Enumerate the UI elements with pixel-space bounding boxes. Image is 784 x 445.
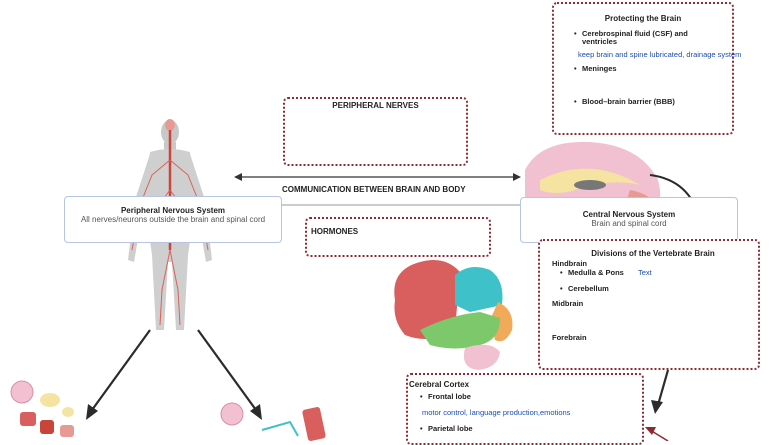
cerebral-cortex-title: Cerebral Cortex	[409, 380, 470, 389]
cerebellum-item: Cerebellum	[560, 284, 609, 293]
medulla-item: Medulla & Pons	[560, 268, 624, 277]
communication-arrow	[234, 173, 521, 181]
brain-lobes-icon	[394, 259, 513, 370]
cns-box: Central Nervous System Brain and spinal …	[520, 197, 738, 243]
communication-label: COMMUNICATION BETWEEN BRAIN AND BODY	[282, 185, 466, 194]
cns-title: Central Nervous System	[582, 210, 676, 219]
forebrain-label: Forebrain	[552, 333, 587, 342]
pns-description: All nerves/neurons outside the brain and…	[80, 215, 266, 224]
csf-note: keep brain and spine lubricated, drainag…	[578, 50, 742, 59]
divisions-box: Divisions of the Vertebrate Brain Hindbr…	[538, 239, 760, 370]
cns-description: Brain and spinal cord	[591, 219, 667, 228]
peripheral-nerves-title: PERIPHERAL NERVES	[332, 101, 419, 110]
peripheral-nerves-box: PERIPHERAL NERVES	[283, 97, 468, 166]
hindbrain-label: Hindbrain	[552, 259, 587, 268]
meninges-item: Meninges	[574, 64, 617, 73]
csf-item: Cerebrospinal fluid (CSF) and ventricles	[574, 30, 702, 46]
pns-box: Peripheral Nervous System All nerves/neu…	[64, 196, 282, 243]
branch-arrows	[86, 329, 262, 420]
divisions-title: Divisions of the Vertebrate Brain	[591, 249, 715, 258]
peripheral-illustrations-icon	[10, 380, 326, 441]
pns-title: Peripheral Nervous System	[120, 206, 226, 215]
cerebral-cortex-box: Cerebral Cortex Frontal lobe motor contr…	[406, 373, 644, 445]
frontal-lobe-item: Frontal lobe	[420, 392, 471, 401]
bbb-item: Blood–brain barrier (BBB)	[574, 97, 675, 106]
cortex-arrows	[645, 369, 670, 441]
frontal-lobe-note: motor control, language production,emoti…	[422, 408, 571, 417]
medulla-note: Text	[638, 268, 652, 277]
parietal-lobe-item: Parietal lobe	[420, 424, 473, 433]
midbrain-label: Midbrain	[552, 299, 584, 308]
hormones-box: HORMONES	[305, 217, 491, 257]
protecting-brain-title: Protecting the Brain	[604, 14, 682, 23]
protecting-brain-box: Protecting the Brain Cerebrospinal fluid…	[552, 2, 741, 135]
hormones-title: HORMONES	[311, 227, 359, 236]
